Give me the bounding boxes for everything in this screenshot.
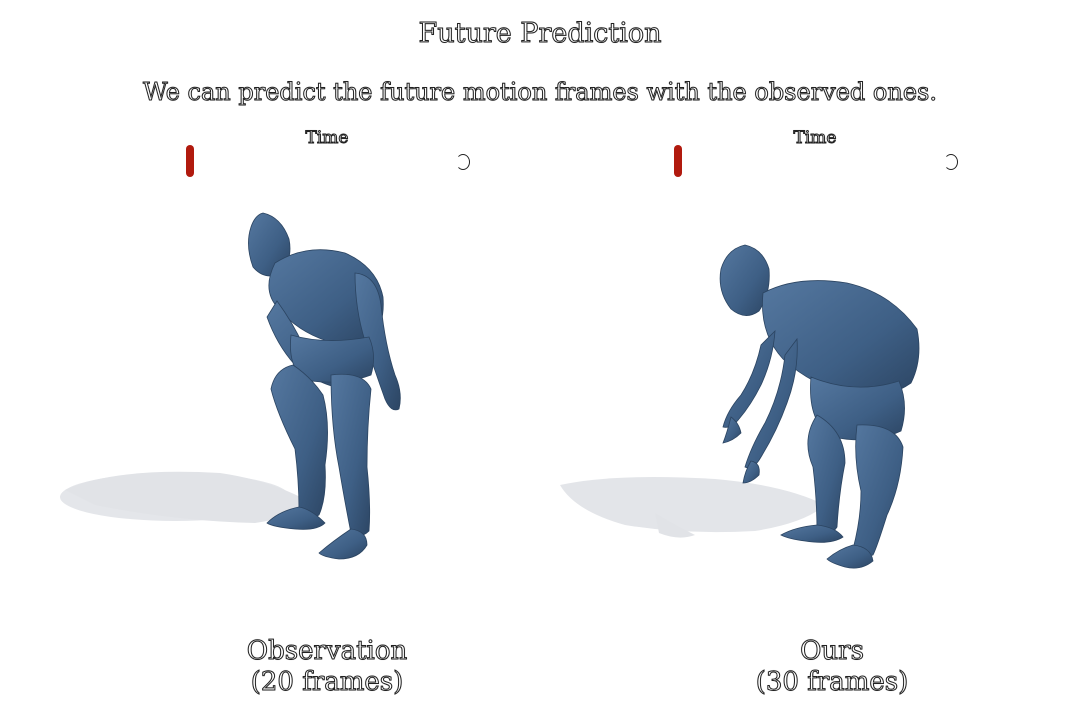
prediction-caption: Ours (30 frames) bbox=[702, 636, 962, 698]
body-mesh bbox=[719, 244, 920, 569]
ground-shadow bbox=[560, 477, 825, 533]
page-title: Future Prediction bbox=[418, 18, 662, 50]
slider-end-icon bbox=[456, 154, 470, 170]
time-slider[interactable] bbox=[674, 145, 958, 177]
time-slider[interactable] bbox=[186, 145, 470, 177]
body-mesh bbox=[248, 212, 401, 560]
observation-caption: Observation (20 frames) bbox=[197, 636, 457, 698]
time-label: Time bbox=[305, 128, 349, 149]
slider-track bbox=[674, 160, 958, 162]
caption-line-2: (30 frames) bbox=[755, 667, 909, 698]
time-label: Time bbox=[793, 128, 837, 149]
slider-track bbox=[186, 160, 470, 162]
caption-line-1: Ours bbox=[800, 636, 865, 667]
page-subtitle: We can predict the future motion frames … bbox=[143, 78, 938, 107]
caption-line-2: (20 frames) bbox=[250, 667, 404, 698]
slider-thumb[interactable] bbox=[674, 145, 682, 177]
slider-thumb[interactable] bbox=[186, 145, 194, 177]
caption-line-1: Observation bbox=[246, 636, 408, 667]
human-mesh-figure bbox=[560, 244, 920, 569]
slider-end-icon bbox=[944, 154, 958, 170]
human-mesh-figure bbox=[60, 212, 401, 560]
